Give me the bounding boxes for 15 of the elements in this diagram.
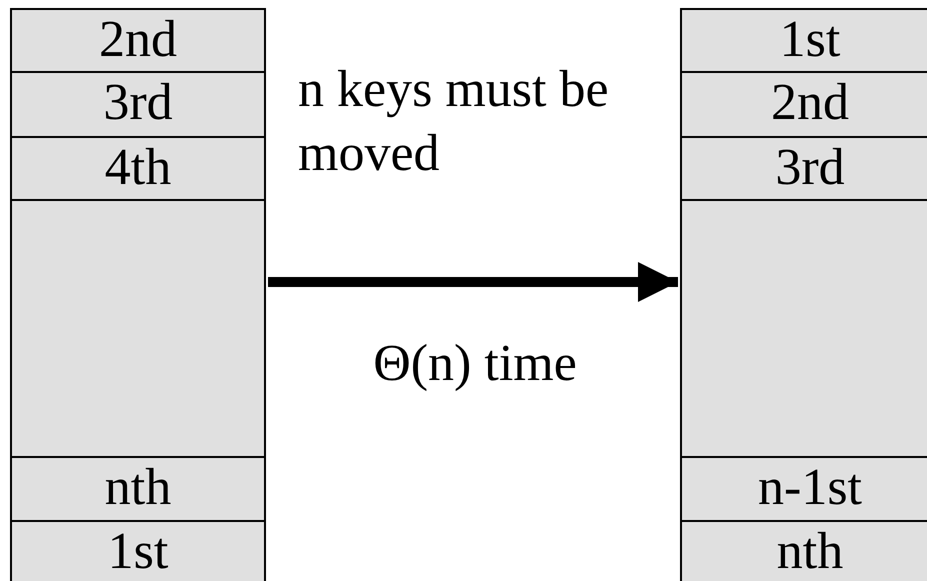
array-cell: 2nd [682,73,927,138]
array-cell: 3rd [682,138,927,201]
array-cell: 1st [12,522,264,581]
array-cell: 2nd [12,10,264,73]
array-cell: 4th [12,138,264,201]
array-column [10,8,266,581]
annotation-text: n keys must be moved [298,60,610,184]
array-cell: n-1st [682,458,927,522]
array-cell: nth [682,522,927,581]
array-cell: 1st [682,10,927,73]
array-column [680,8,927,581]
array-cell: nth [12,458,264,522]
array-cell: 3rd [12,73,264,138]
annotation-text: Θ(n) time [372,334,578,394]
arrow [268,262,678,302]
